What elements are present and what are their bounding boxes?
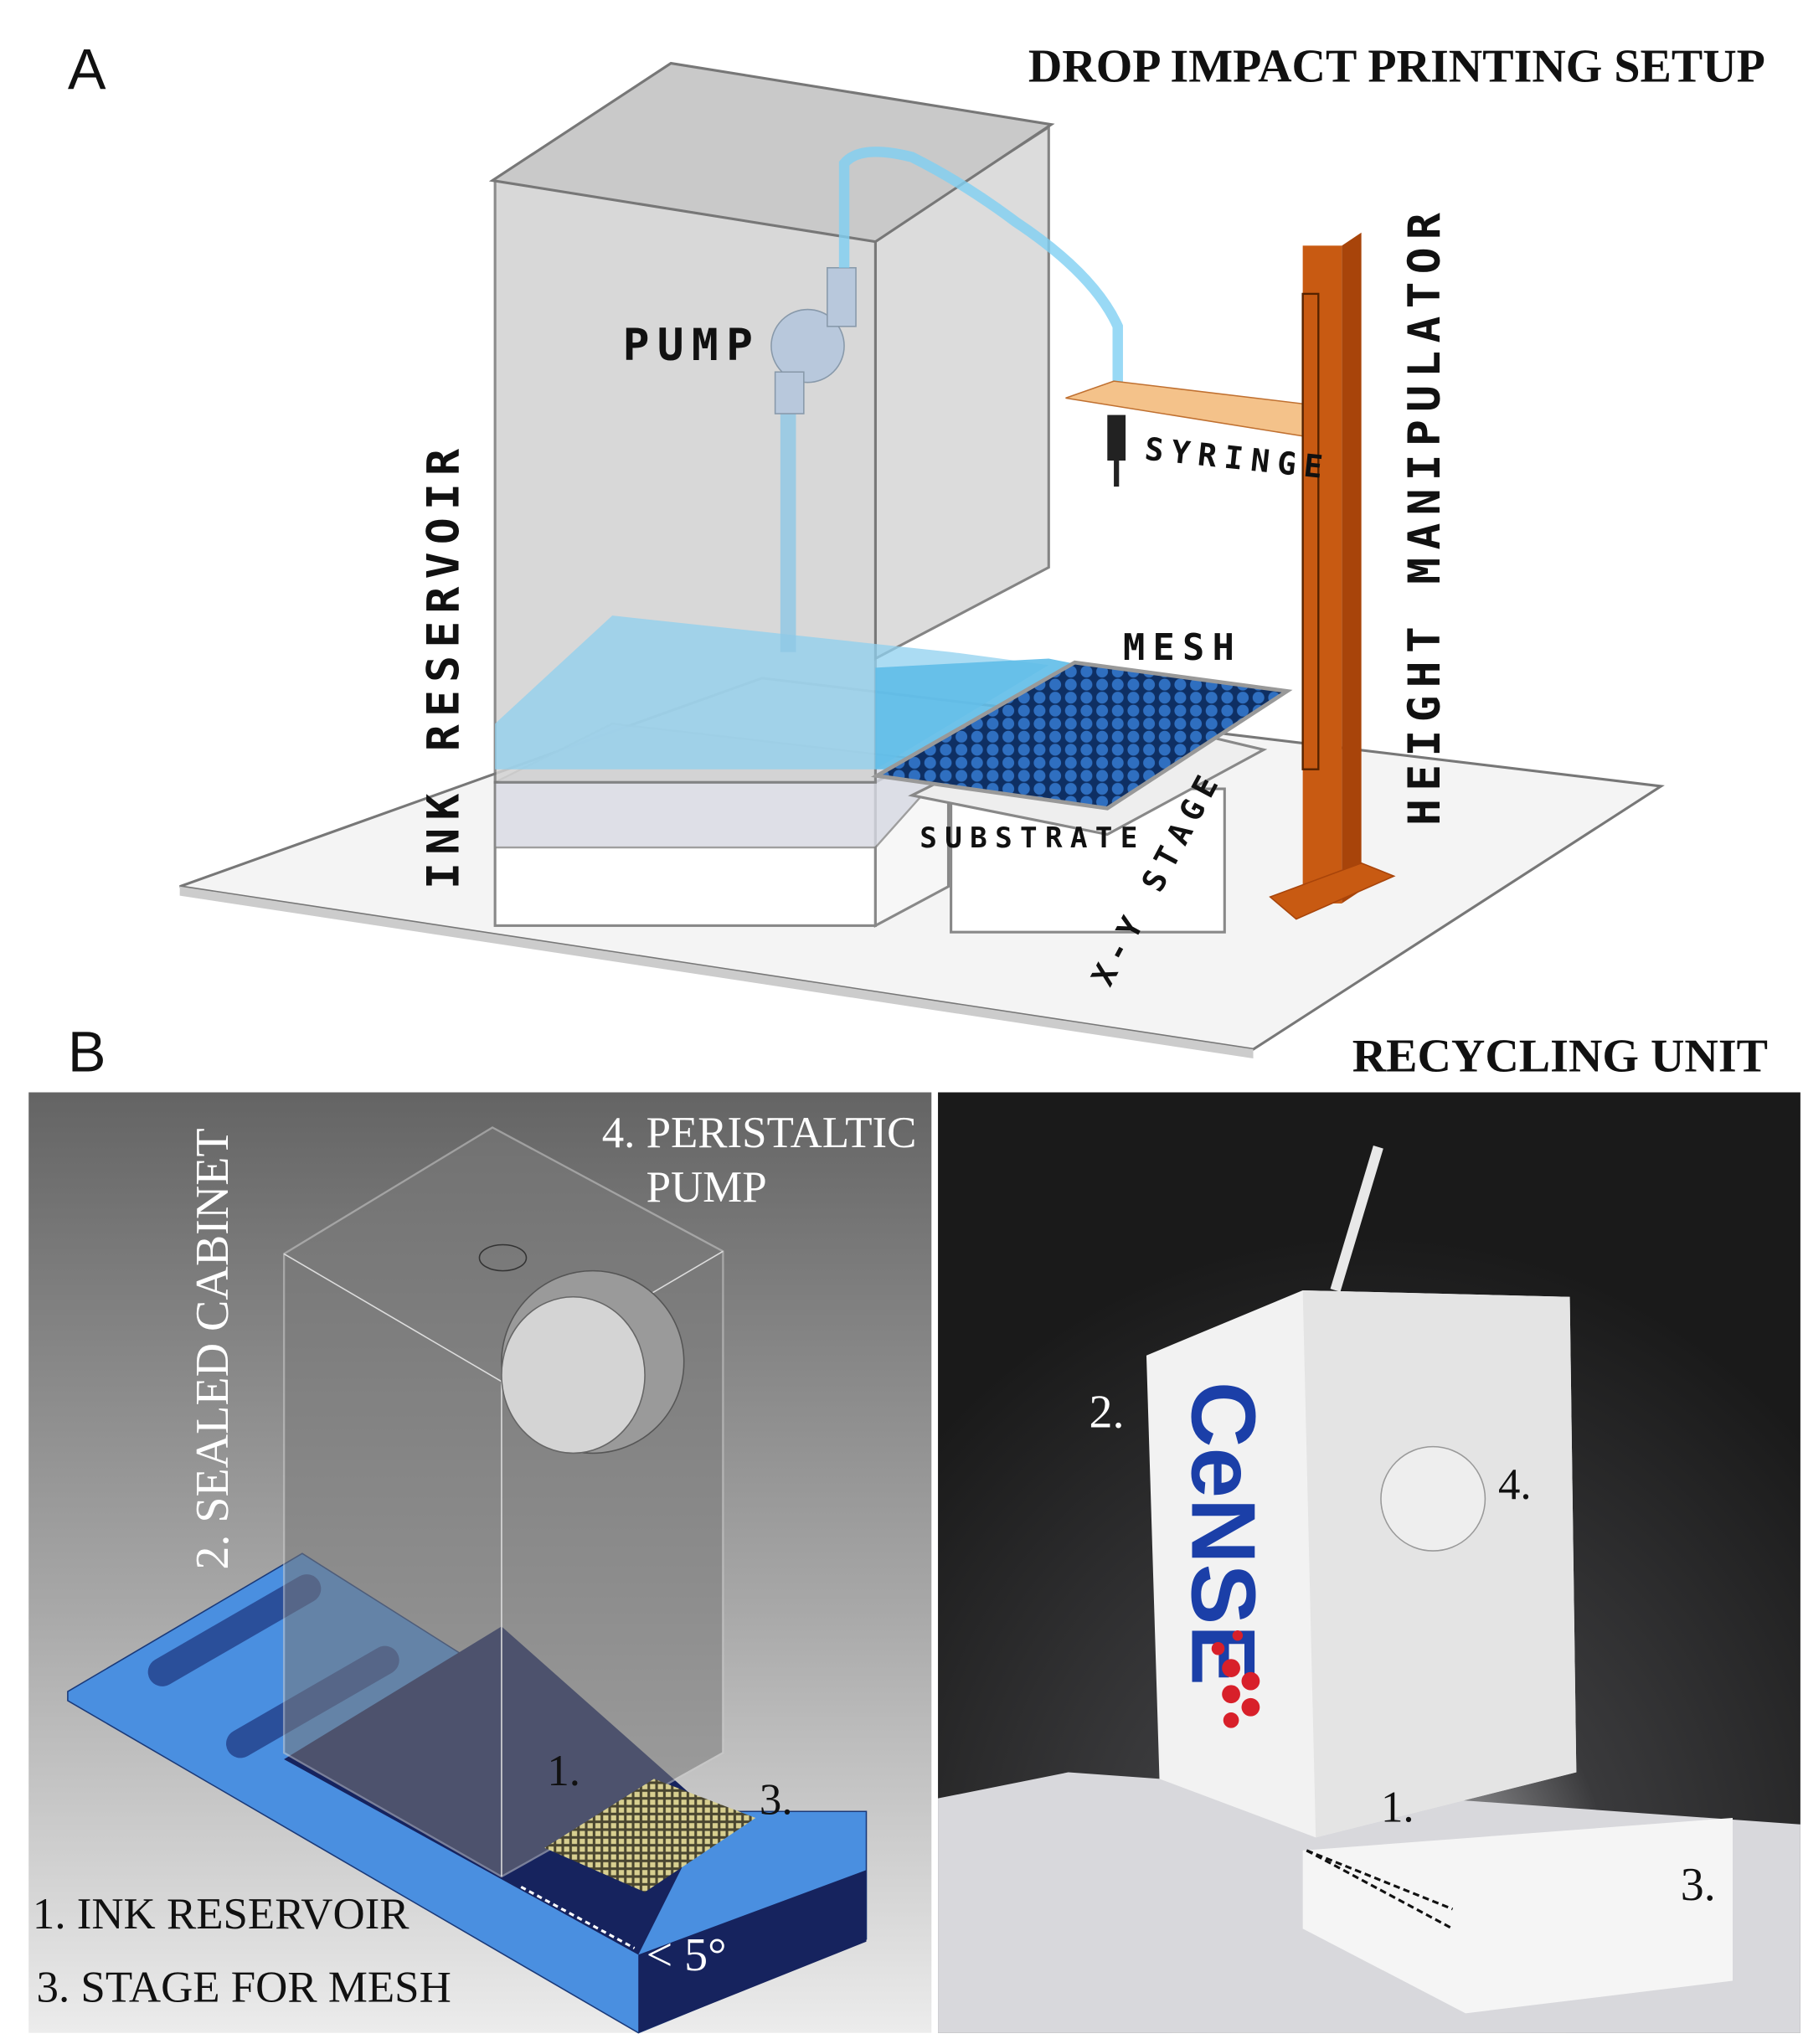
panel-b-title: RECYCLING UNIT (1352, 1031, 1768, 1083)
cad-pump-line2: PUMP (647, 1163, 767, 1212)
panel-a-title: DROP IMPACT PRINTING SETUP (1028, 40, 1765, 92)
cad-num3: 3. (760, 1775, 793, 1824)
label-ink-reservoir: INK RESERVOIR (419, 441, 470, 889)
cad-cabinet (282, 1126, 724, 1878)
base-plate-edge (179, 886, 1254, 1059)
panel-a: A DROP IMPACT PRINTING SETUP (68, 38, 1765, 1059)
syringe-icon (1107, 414, 1126, 487)
label-pump: PUMP (623, 320, 761, 371)
panel-b: B RECYCLING UNIT 4. PERISTALTIC PUMP 2. … (28, 1020, 1800, 2034)
photo-pump (1380, 1445, 1486, 1552)
label-height-manipulator: HEIGHT MANIPULATOR (1399, 205, 1450, 826)
photo-num4: 4. (1498, 1460, 1532, 1509)
cad-legend1: 1. INK RESERVOIR (33, 1890, 410, 1938)
cabinet-lid (488, 61, 1055, 244)
photo-num2: 2. (1090, 1386, 1125, 1438)
cad-render: 4. PERISTALTIC PUMP 2. SEALED CABINET 1.… (28, 1092, 932, 2034)
cad-pump-line1: 4. PERISTALTIC (602, 1109, 917, 1157)
cad-cabinet-label: 2. SEALED CABINET (187, 1128, 239, 1569)
panel-a-letter: A (68, 38, 106, 102)
cad-num1: 1. (547, 1747, 580, 1795)
tubing (838, 147, 1123, 388)
height-manipulator (1065, 232, 1396, 920)
label-substrate: SUBSTRATE (920, 821, 1145, 855)
photo-num1: 1. (1381, 1784, 1414, 1832)
cad-angle: < 5° (647, 1929, 727, 1981)
photo: CeNSE 2. 4. 1. 3. (938, 1092, 1800, 2033)
mesh (870, 660, 1293, 811)
cad-mesh (544, 1779, 756, 1892)
cad-legend3: 3. STAGE FOR MESH (37, 1963, 451, 2011)
photo-logo: CeNSE (1172, 1382, 1274, 1686)
logo-dots (1211, 1630, 1260, 1728)
photo-num3: 3. (1681, 1859, 1716, 1911)
label-mesh: MESH (1123, 627, 1242, 669)
panel-b-letter: B (68, 1020, 106, 1084)
